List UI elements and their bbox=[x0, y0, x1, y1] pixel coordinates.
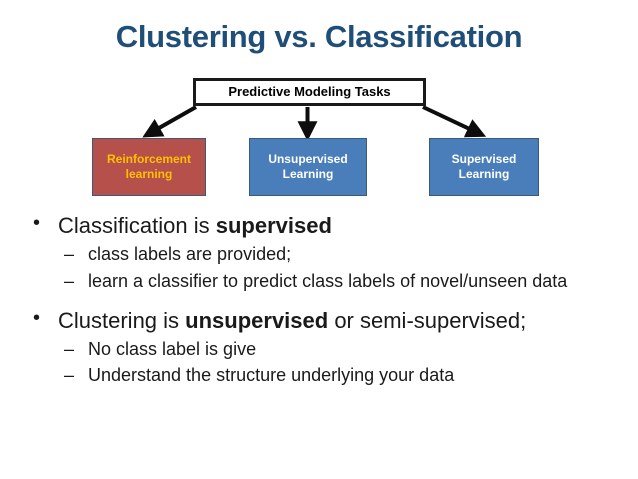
flowchart-node-unsupervised-label: Unsupervised Learning bbox=[268, 152, 347, 182]
bullet-classification-keyword: supervised bbox=[215, 213, 332, 238]
arrow-to-reinforcement bbox=[142, 105, 197, 138]
supervised-label-line2: Learning bbox=[458, 167, 510, 181]
reinforcement-label-line1: Reinforcement bbox=[106, 152, 192, 166]
bullet-group-clustering: • Clustering is unsupervised or semi-supe… bbox=[0, 307, 638, 388]
bullet-classification-sub-2-text: learn a classifier to predict class labe… bbox=[88, 270, 568, 291]
flowchart-node-root-label: Predictive Modeling Tasks bbox=[228, 83, 391, 99]
dash-marker: – bbox=[64, 244, 75, 265]
bullet-marker: • bbox=[33, 212, 41, 234]
bullet-clustering-sub-1: –No class label is give bbox=[0, 338, 638, 361]
bullet-clustering-lead: Clustering is bbox=[58, 307, 186, 333]
flowchart-node-supervised-label: Supervised Learning bbox=[452, 152, 517, 182]
flowchart-node-reinforcement-label: Reinforcement learning bbox=[107, 152, 191, 182]
bullet-clustering-main: • Clustering is unsupervised or semi-supe… bbox=[0, 307, 638, 335]
bullet-classification-main: • Classification is supervised bbox=[0, 212, 638, 240]
unsupervised-label-line2: Learning bbox=[282, 167, 334, 181]
page-title: Clustering vs. Classification bbox=[115, 19, 523, 54]
unsupervised-label-line1: Unsupervised bbox=[268, 152, 348, 166]
bullet-clustering-sub-2-text: Understand the structure underlying your… bbox=[88, 365, 455, 386]
reinforcement-label-line2: learning bbox=[125, 167, 173, 181]
bullet-classification-sub-1: – class labels are provided; bbox=[0, 243, 638, 266]
flowchart-node-unsupervised-learning: Unsupervised Learning bbox=[249, 138, 367, 196]
bullet-classification-sub-1-text: class labels are provided; bbox=[88, 244, 292, 265]
bullet-clustering-lead-post: or semi-supervised; bbox=[328, 307, 527, 333]
supervised-label-line1: Supervised bbox=[451, 152, 517, 166]
bullet-clustering-sub-1-text: No class label is give bbox=[88, 339, 257, 360]
arrow-to-supervised bbox=[422, 105, 487, 138]
dash-marker: – bbox=[64, 339, 75, 360]
bullet-classification-sub-2: –learn a classifier to predict class lab… bbox=[0, 270, 638, 293]
bullet-classification-lead: Classification is bbox=[58, 213, 216, 238]
flowchart-diagram: Predictive Modeling Tasks Reinforcement … bbox=[0, 70, 638, 205]
flowchart-node-predictive-modeling-tasks: Predictive Modeling Tasks bbox=[193, 78, 426, 106]
dash-marker: – bbox=[64, 365, 75, 386]
flowchart-arrows-layer bbox=[142, 105, 487, 142]
bullet-clustering-sub-2: –Understand the structure underlying you… bbox=[0, 364, 638, 387]
dash-marker: – bbox=[64, 270, 75, 291]
flowchart-node-reinforcement-learning: Reinforcement learning bbox=[92, 138, 206, 196]
slide-body: • Classification is supervised – class la… bbox=[0, 212, 638, 402]
flowchart-node-supervised-learning: Supervised Learning bbox=[429, 138, 539, 196]
bullet-clustering-keyword: unsupervised bbox=[185, 307, 329, 333]
bullet-group-classification: • Classification is supervised – class la… bbox=[0, 212, 638, 293]
bullet-marker: • bbox=[33, 306, 41, 329]
